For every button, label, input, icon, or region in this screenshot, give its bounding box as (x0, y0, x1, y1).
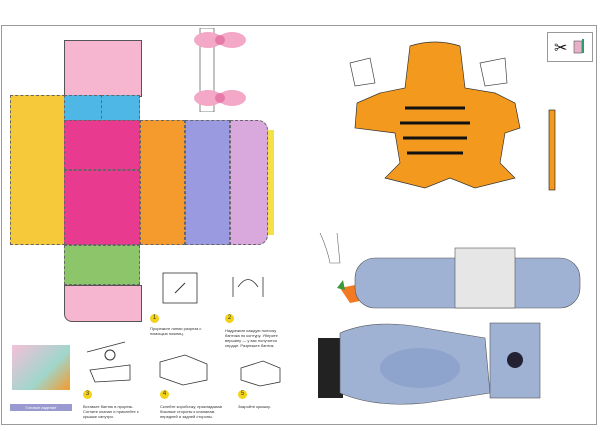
bow-icon (194, 28, 246, 112)
scissors-icon: ✂ (554, 39, 584, 57)
step-number: 3 (83, 390, 92, 399)
step-text: Надрежьте каждую полоску бантика по конт… (225, 328, 278, 348)
panel (64, 245, 140, 285)
bottom-flap (64, 285, 142, 322)
step-text: Закройте крышку. (238, 404, 271, 409)
finished-box-photo (12, 345, 70, 390)
step-number: 5 (238, 390, 247, 399)
page-frame (1, 25, 597, 425)
step-number: 1 (150, 314, 159, 323)
tiger-template (349, 41, 556, 191)
step3-diagram (86, 341, 131, 383)
tools-legend: ✂ (547, 32, 593, 62)
panel (185, 120, 230, 245)
rabbit-template (318, 232, 581, 405)
svg-text:✂: ✂ (554, 40, 567, 57)
step-number: 2 (225, 314, 234, 323)
lid-flap (64, 40, 142, 97)
step2-diagram (232, 277, 264, 297)
step-text: Вставьте бантик в прорезь. Согните клапа… (83, 404, 139, 419)
panel (64, 170, 140, 245)
step5-diagram (240, 360, 281, 387)
step-number: 4 (160, 390, 169, 399)
panel (140, 120, 185, 245)
side-panel-left (10, 95, 65, 245)
step1-diagram (162, 272, 198, 304)
panel (64, 120, 140, 170)
panel (230, 120, 268, 245)
step-text: Прорежьте линии разреза с помощью ножниц… (150, 326, 202, 336)
finished-label: Готовое изделие (10, 404, 72, 411)
step-text: Склейте коробочку, прикладывая боковые с… (160, 404, 222, 419)
step4-diagram (159, 354, 208, 386)
glue-tab (268, 130, 274, 235)
